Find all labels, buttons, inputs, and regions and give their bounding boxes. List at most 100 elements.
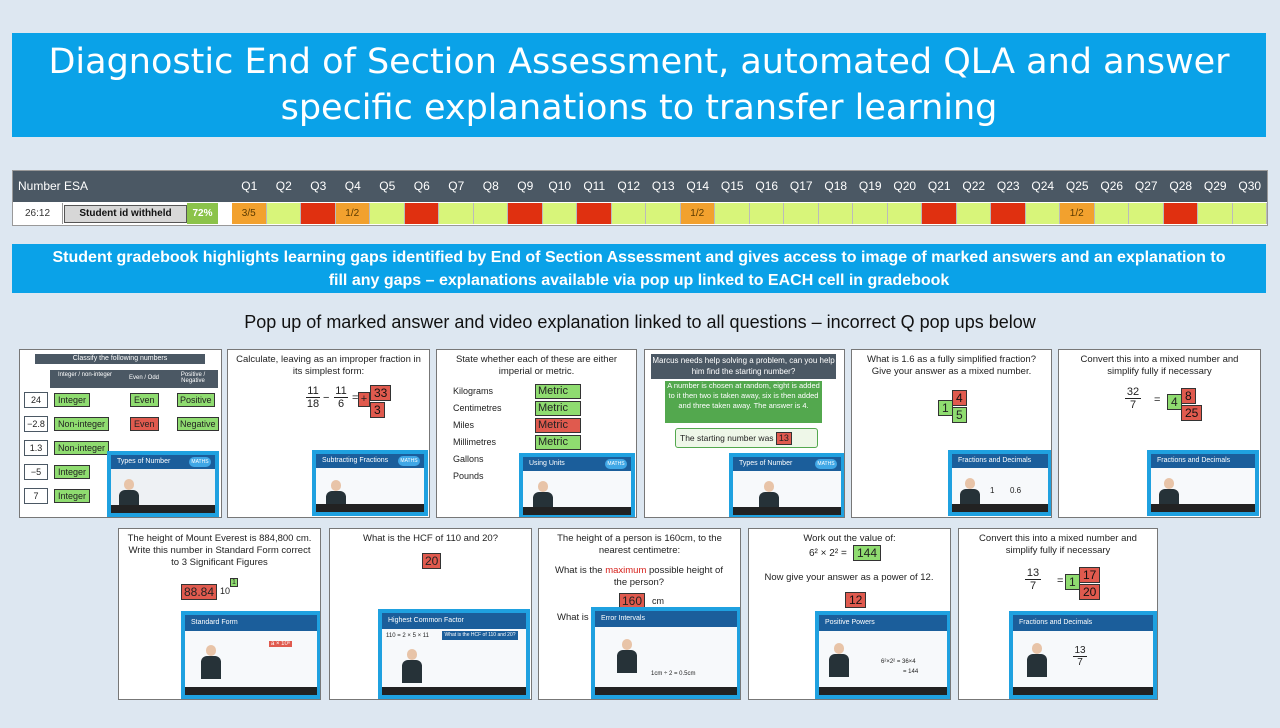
- video-controls[interactable]: [733, 507, 841, 515]
- popup-error-intervals[interactable]: The height of a person is 160cm, to the …: [538, 528, 741, 700]
- answer-integer: Non-integer: [54, 441, 110, 455]
- popup-mixed-number-2[interactable]: Convert this into a mixed number and sim…: [958, 528, 1158, 700]
- video-title: Using Units: [523, 457, 631, 471]
- header-q21: Q21: [927, 179, 951, 193]
- popup-marcus-problem[interactable]: Marcus needs help solving a problem, can…: [644, 349, 845, 518]
- title-banner: Diagnostic End of Section Assessment, au…: [12, 33, 1266, 137]
- video-player-positive-powers[interactable]: Positive Powers 6²×2² = 36×4 = 144: [815, 611, 950, 699]
- gradebook-title: Number ESA: [18, 179, 89, 193]
- video-controls[interactable]: [111, 505, 215, 513]
- answer-whole: 4: [1167, 394, 1182, 410]
- grade-cell-q22[interactable]: [956, 203, 991, 224]
- unit-label: Gallons: [453, 454, 484, 464]
- grade-cell-q30[interactable]: [1232, 203, 1267, 224]
- presenter-icon: [1027, 643, 1047, 677]
- header-integer: Integer / non-integer: [57, 372, 113, 378]
- popup-decimal-to-fraction[interactable]: What is 1.6 as a fully simplified fracti…: [851, 349, 1052, 518]
- answer-sign-incorrect: +: [358, 392, 370, 407]
- grade-cell-q5[interactable]: [370, 203, 405, 224]
- video-controls[interactable]: [185, 687, 317, 695]
- grade-cell-q13[interactable]: [646, 203, 681, 224]
- grade-cell-q7[interactable]: [439, 203, 474, 224]
- video-controls[interactable]: [595, 687, 737, 695]
- video-title: Highest Common Factor: [382, 613, 526, 629]
- header-q29: Q29: [1203, 179, 1227, 193]
- popup-caption: Pop up of marked answer and video explan…: [244, 312, 1036, 332]
- grade-cell-q26[interactable]: [1094, 203, 1129, 224]
- header-q26: Q26: [1100, 179, 1124, 193]
- header-q7: Q7: [448, 179, 465, 193]
- answer-whole: 1: [938, 400, 953, 416]
- grade-cell-q11[interactable]: [577, 203, 612, 224]
- grade-cell-q15[interactable]: [715, 203, 750, 224]
- student-id-button[interactable]: Student id withheld: [64, 205, 187, 223]
- popup-classify-numbers[interactable]: Classify the following numbers Integer /…: [19, 349, 222, 518]
- video-controls[interactable]: [952, 504, 1048, 512]
- answer-integer: Integer: [54, 465, 91, 479]
- answer-incorrect: 20: [422, 553, 442, 569]
- grade-cell-q10[interactable]: [542, 203, 577, 224]
- popup-using-units[interactable]: State whether each of these are either i…: [436, 349, 637, 518]
- grade-cell-q23[interactable]: [991, 203, 1026, 224]
- video-controls[interactable]: [1013, 687, 1153, 695]
- grade-cell-q16[interactable]: [749, 203, 784, 224]
- video-player-types-of-number-2[interactable]: Types of Number MATHS: [729, 453, 844, 517]
- header-q11: Q11: [583, 179, 606, 193]
- video-title: Standard Form: [185, 615, 317, 631]
- popup-standard-form[interactable]: The height of Mount Everest is 884,800 c…: [118, 528, 321, 700]
- video-player-using-units[interactable]: Using Units MATHS: [519, 453, 635, 517]
- video-player-types-of-number[interactable]: Types of Number MATHS: [107, 451, 219, 517]
- presenter-icon: [201, 645, 221, 679]
- video-player-error-intervals[interactable]: Error Intervals 1cm ÷ 2 = 0.5cm: [591, 607, 740, 699]
- unit-label: Pounds: [453, 471, 484, 481]
- grade-cell-q12[interactable]: [611, 203, 646, 224]
- popup-subtracting-fractions[interactable]: Calculate, leaving as an improper fracti…: [227, 349, 430, 518]
- video-controls[interactable]: [382, 687, 526, 695]
- popup-powers[interactable]: Work out the value of: 6² × 2² = 144 Now…: [748, 528, 951, 700]
- video-controls[interactable]: [819, 687, 947, 695]
- logo-icon: MATHS: [189, 457, 211, 467]
- grade-cell-q1[interactable]: 3/5: [232, 203, 267, 224]
- grade-cell-q9[interactable]: [508, 203, 543, 224]
- header-q18: Q18: [824, 179, 848, 193]
- answer-positive: Negative: [177, 417, 219, 431]
- grade-cell-q6[interactable]: [404, 203, 439, 224]
- grade-cell-q24[interactable]: [1025, 203, 1060, 224]
- grade-cell-q4[interactable]: 1/2: [335, 203, 370, 224]
- answer-correct: Metric: [535, 401, 581, 416]
- video-player-subtracting-fractions[interactable]: Subtracting Fractions MATHS: [312, 450, 428, 516]
- video-controls[interactable]: [316, 504, 424, 512]
- grade-cell-q20[interactable]: [887, 203, 922, 224]
- grade-cell-q8[interactable]: [473, 203, 508, 224]
- grade-cell-q18[interactable]: [818, 203, 853, 224]
- grade-cell-q19[interactable]: [853, 203, 888, 224]
- grade-cell-q14[interactable]: 1/2: [680, 203, 715, 224]
- grade-cell-q25[interactable]: 1/2: [1060, 203, 1095, 224]
- score-percent: 72%: [187, 203, 218, 224]
- video-player-fractions-decimals-2[interactable]: Fractions and Decimals: [1147, 450, 1259, 516]
- video-controls[interactable]: [523, 507, 631, 515]
- grade-cell-q27[interactable]: [1129, 203, 1164, 224]
- grade-cell-q3[interactable]: [301, 203, 336, 224]
- unit-label: Millimetres: [453, 437, 497, 447]
- video-player-standard-form[interactable]: Standard Form a × 10ⁿ: [181, 611, 320, 699]
- popup-hcf[interactable]: What is the HCF of 110 and 20? 20 Highes…: [329, 528, 532, 700]
- grade-cell-q2[interactable]: [266, 203, 301, 224]
- popup-mixed-number-1[interactable]: Convert this into a mixed number and sim…: [1058, 349, 1261, 518]
- video-controls[interactable]: [1151, 504, 1255, 512]
- grade-cell-q17[interactable]: [784, 203, 819, 224]
- number-label: 1.3: [24, 440, 48, 456]
- video-player-hcf[interactable]: Highest Common Factor 110 = 2 × 5 × 11 W…: [378, 609, 530, 699]
- question-text: Work out the value of:: [803, 533, 896, 544]
- grade-cell-q21[interactable]: [922, 203, 957, 224]
- video-player-fractions-decimals[interactable]: Fractions and Decimals 1 0.6: [948, 450, 1051, 516]
- header-q2: Q2: [275, 179, 292, 193]
- logo-icon: MATHS: [815, 459, 837, 469]
- classify-header-row: Integer / non-integer Even / Odd Positiv…: [50, 370, 218, 388]
- grade-cell-q28[interactable]: [1163, 203, 1198, 224]
- grade-cell-q29[interactable]: [1198, 203, 1233, 224]
- header-q19: Q19: [858, 179, 882, 193]
